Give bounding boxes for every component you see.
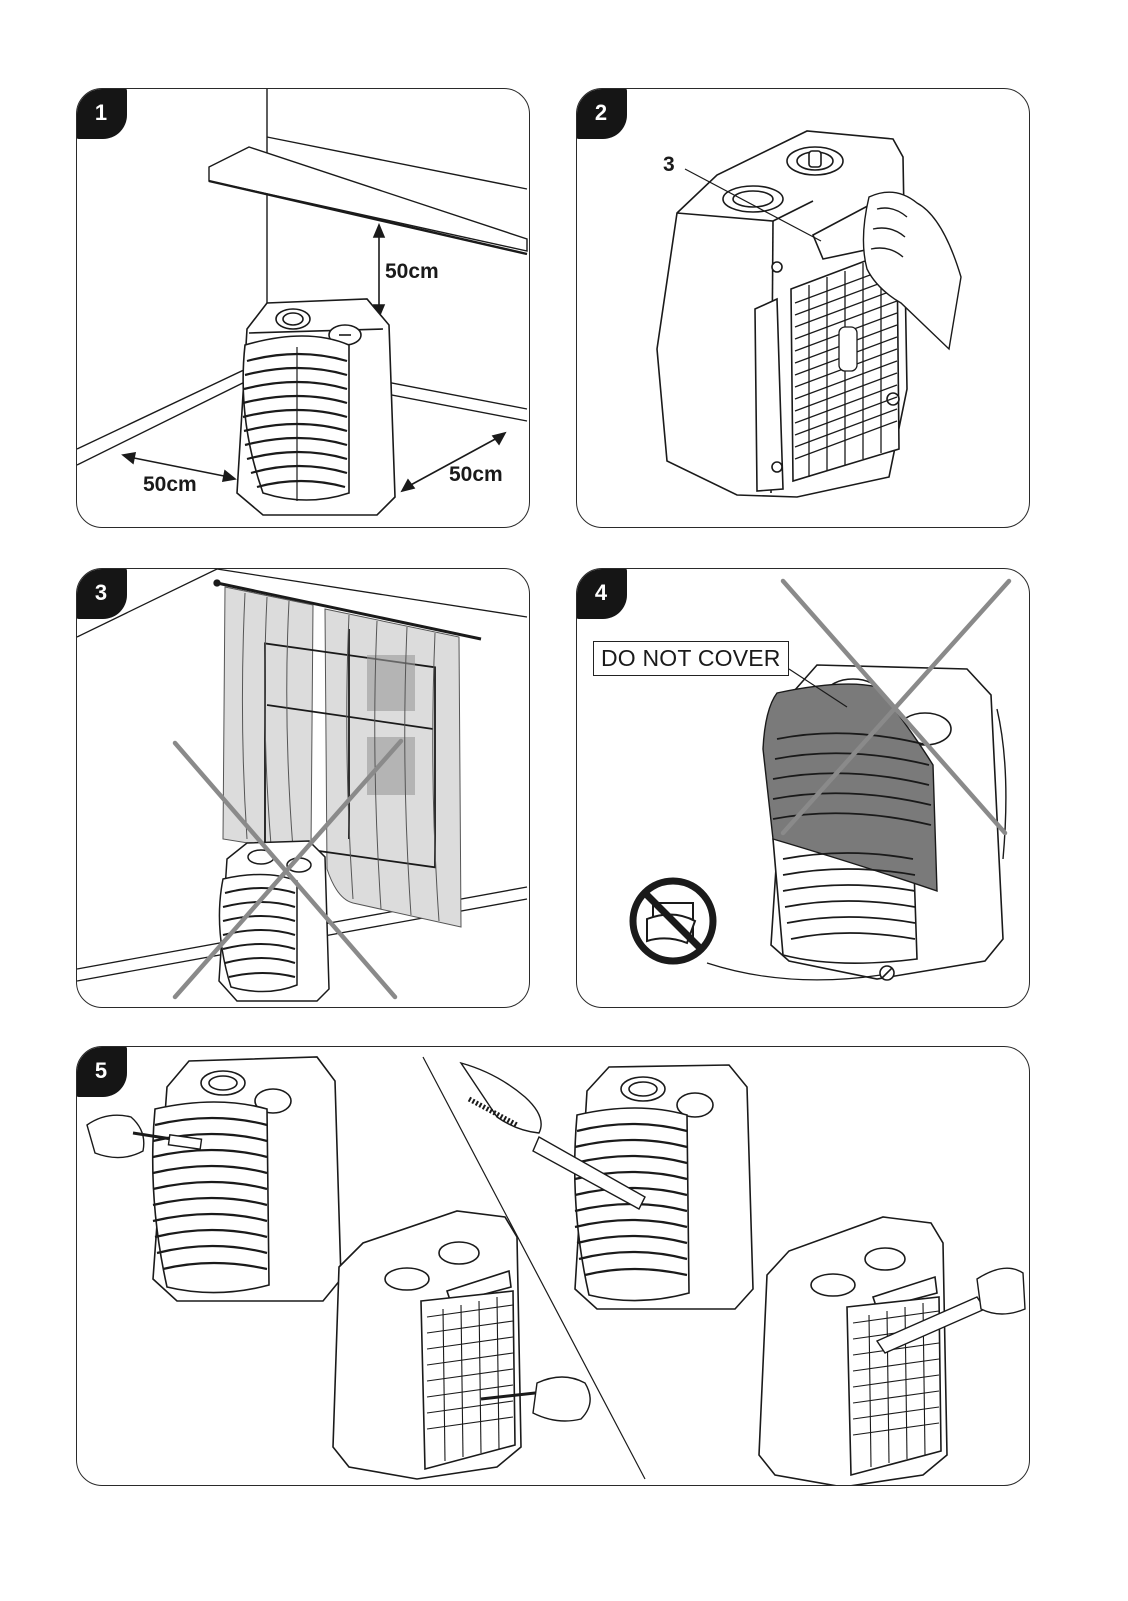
panel-3-no-curtains: 3 (76, 568, 530, 1008)
no-covering-prohibition-icon (633, 881, 713, 961)
shelf-gap-label: 50cm (385, 260, 439, 284)
step-badge-5: 5 (76, 1046, 127, 1097)
heater-side-b (333, 1211, 521, 1479)
curtain-warning-illustration (77, 569, 530, 1008)
do-not-cover-label: DO NOT COVER (593, 641, 789, 676)
step-badge-3: 3 (76, 568, 127, 619)
step-badge-1: 1 (76, 88, 127, 139)
right-gap-label: 50cm (449, 463, 503, 487)
heater-small (219, 841, 329, 1001)
left-gap-label: 50cm (143, 473, 197, 497)
step-badge-4: 4 (576, 568, 627, 619)
side-view-illustration (577, 89, 1030, 528)
covered-heater-illustration (577, 569, 1030, 1008)
panel-1-clearance: 1 (76, 88, 530, 528)
part-callout-3: 3 (663, 153, 675, 177)
step-badge-2: 2 (576, 88, 627, 139)
panel-2-thermostat: 2 3 (576, 88, 1030, 528)
heater-side-d (759, 1217, 947, 1486)
panel-4-do-not-cover: 4 DO NOT COVER (576, 568, 1030, 1008)
cleaning-illustration (77, 1047, 1030, 1486)
panel-5-cleaning: 5 (76, 1046, 1030, 1486)
